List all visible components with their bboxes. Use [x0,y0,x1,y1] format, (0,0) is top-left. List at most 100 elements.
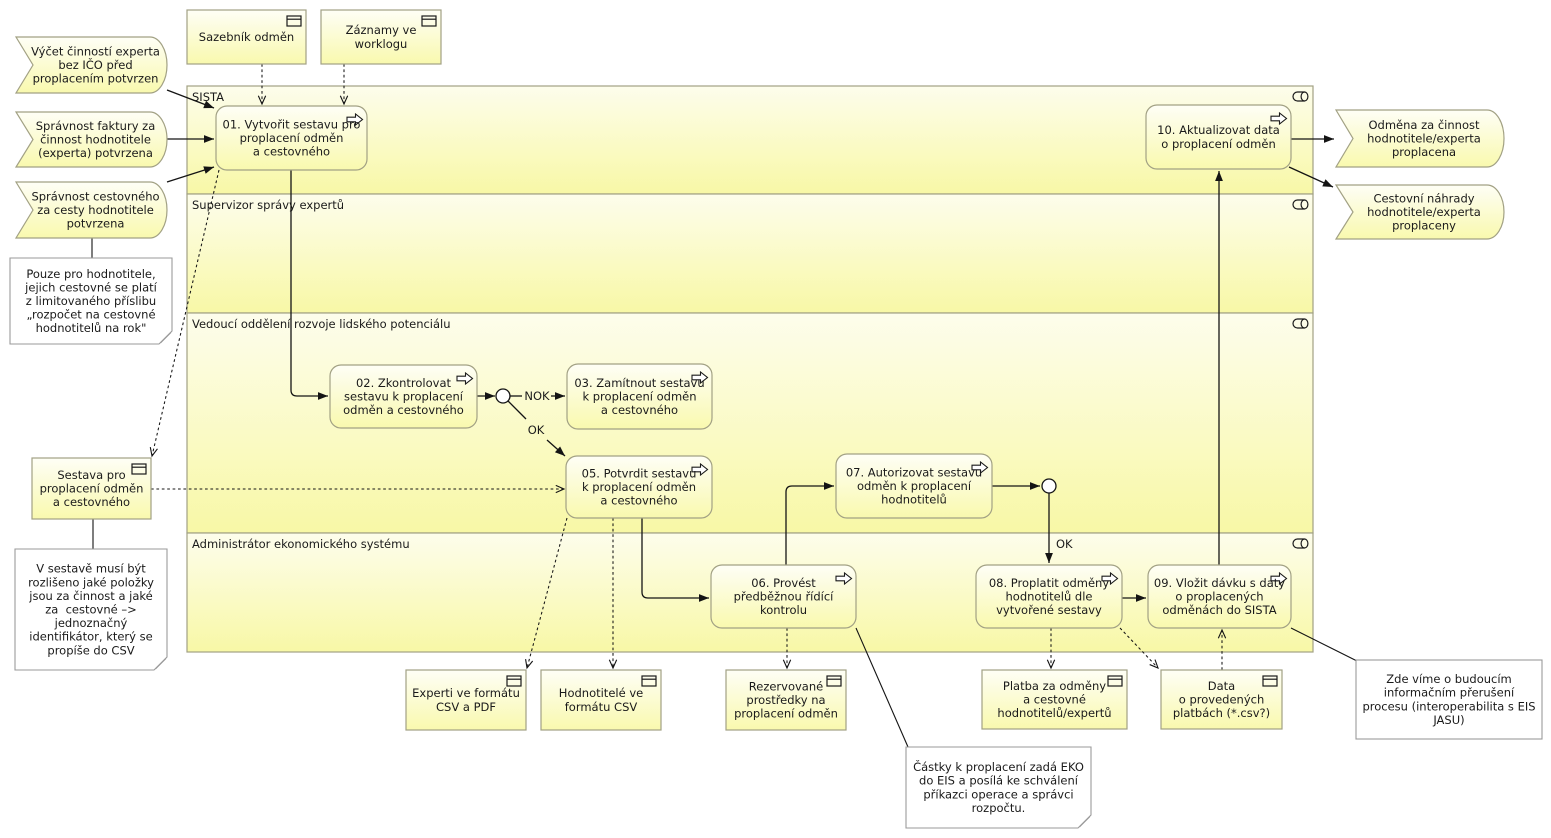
process-body[interactable] [565,455,713,519]
junction-2[interactable] [1041,478,1057,494]
data-object-body[interactable] [31,457,152,520]
edge-label-ok-1: OK [528,423,545,437]
lane-body-sista[interactable] [186,85,1314,195]
event-body[interactable] [14,36,168,94]
arrowhead-filled [1136,594,1146,602]
note-body[interactable] [1355,659,1543,740]
lane-body-supervizor-spravy-expertu[interactable] [186,193,1314,314]
connection-p05-to-p06 [641,518,709,602]
process-body[interactable] [329,364,478,429]
business-role-icon [1292,91,1309,102]
junction-1[interactable] [495,388,511,404]
process-body[interactable] [215,105,368,171]
process-body[interactable] [1145,104,1292,170]
event-body[interactable] [1334,109,1505,168]
connection-p10-to-e4 [1291,135,1334,143]
connection-p06-to-p07 [785,482,834,565]
data-object-icon [286,15,302,27]
process-body[interactable] [835,453,993,519]
data-object-body[interactable] [405,669,527,731]
data-object-body[interactable] [540,669,662,731]
data-object-body[interactable] [725,669,847,731]
data-object-body[interactable] [1160,669,1283,730]
data-object-icon [1107,675,1123,687]
process-body[interactable] [566,363,713,430]
data-object-icon [826,675,842,687]
business-role-icon [1292,538,1309,549]
connection-p07-to-junction2 [992,482,1040,490]
process-body[interactable] [975,564,1123,629]
note-label: Pouze pro hodnotitele,jejich cestovné se… [24,267,157,335]
process-body[interactable] [1147,564,1292,629]
connection-p02-to-junction1 [477,392,495,400]
note-fold-icon [155,658,167,670]
connection-e3-to-p01 [166,166,215,183]
connection-e1-to-p01 [166,89,215,109]
arrowhead-open [782,659,792,670]
connection-d1-to-p01 [257,64,267,106]
process-arrow-icon [1101,571,1119,586]
event-body[interactable] [1334,184,1505,240]
note-fold-icon [160,332,172,344]
arrowhead-filled [699,594,709,602]
arrowhead-open [608,659,618,670]
process-arrow-icon [835,571,853,586]
process-body[interactable] [710,564,857,629]
event-body[interactable] [14,111,168,168]
lane-supervizor-spravy-expertu[interactable]: Supervizor správy expertů [186,193,1314,314]
arrowhead-filled [824,482,834,490]
event-body[interactable] [14,181,168,239]
lane-sista[interactable]: SISTA [186,85,1314,195]
data-object-body[interactable] [320,9,442,65]
data-object-sazebnik-odmen[interactable]: Sazebník odměn [186,9,307,65]
arrowhead-filled [1324,135,1334,143]
arrowhead-filled [485,392,495,400]
data-object-body[interactable] [981,669,1128,730]
connection-line [290,170,328,397]
arrowhead-open [555,484,566,494]
data-object-body[interactable] [186,9,307,65]
arrowhead-open [1046,659,1056,670]
connection-line [151,169,220,457]
note-fold-icon [1079,816,1091,828]
connection-p01-to-p02 [290,170,328,400]
note-pouze-pro-hodnotitele[interactable]: Pouze pro hodnotitele,jejich cestovné se… [9,257,173,345]
process-arrow-icon [691,370,709,385]
connection-p05-to-d5 [608,518,618,670]
process-arrow-icon [1270,571,1288,586]
